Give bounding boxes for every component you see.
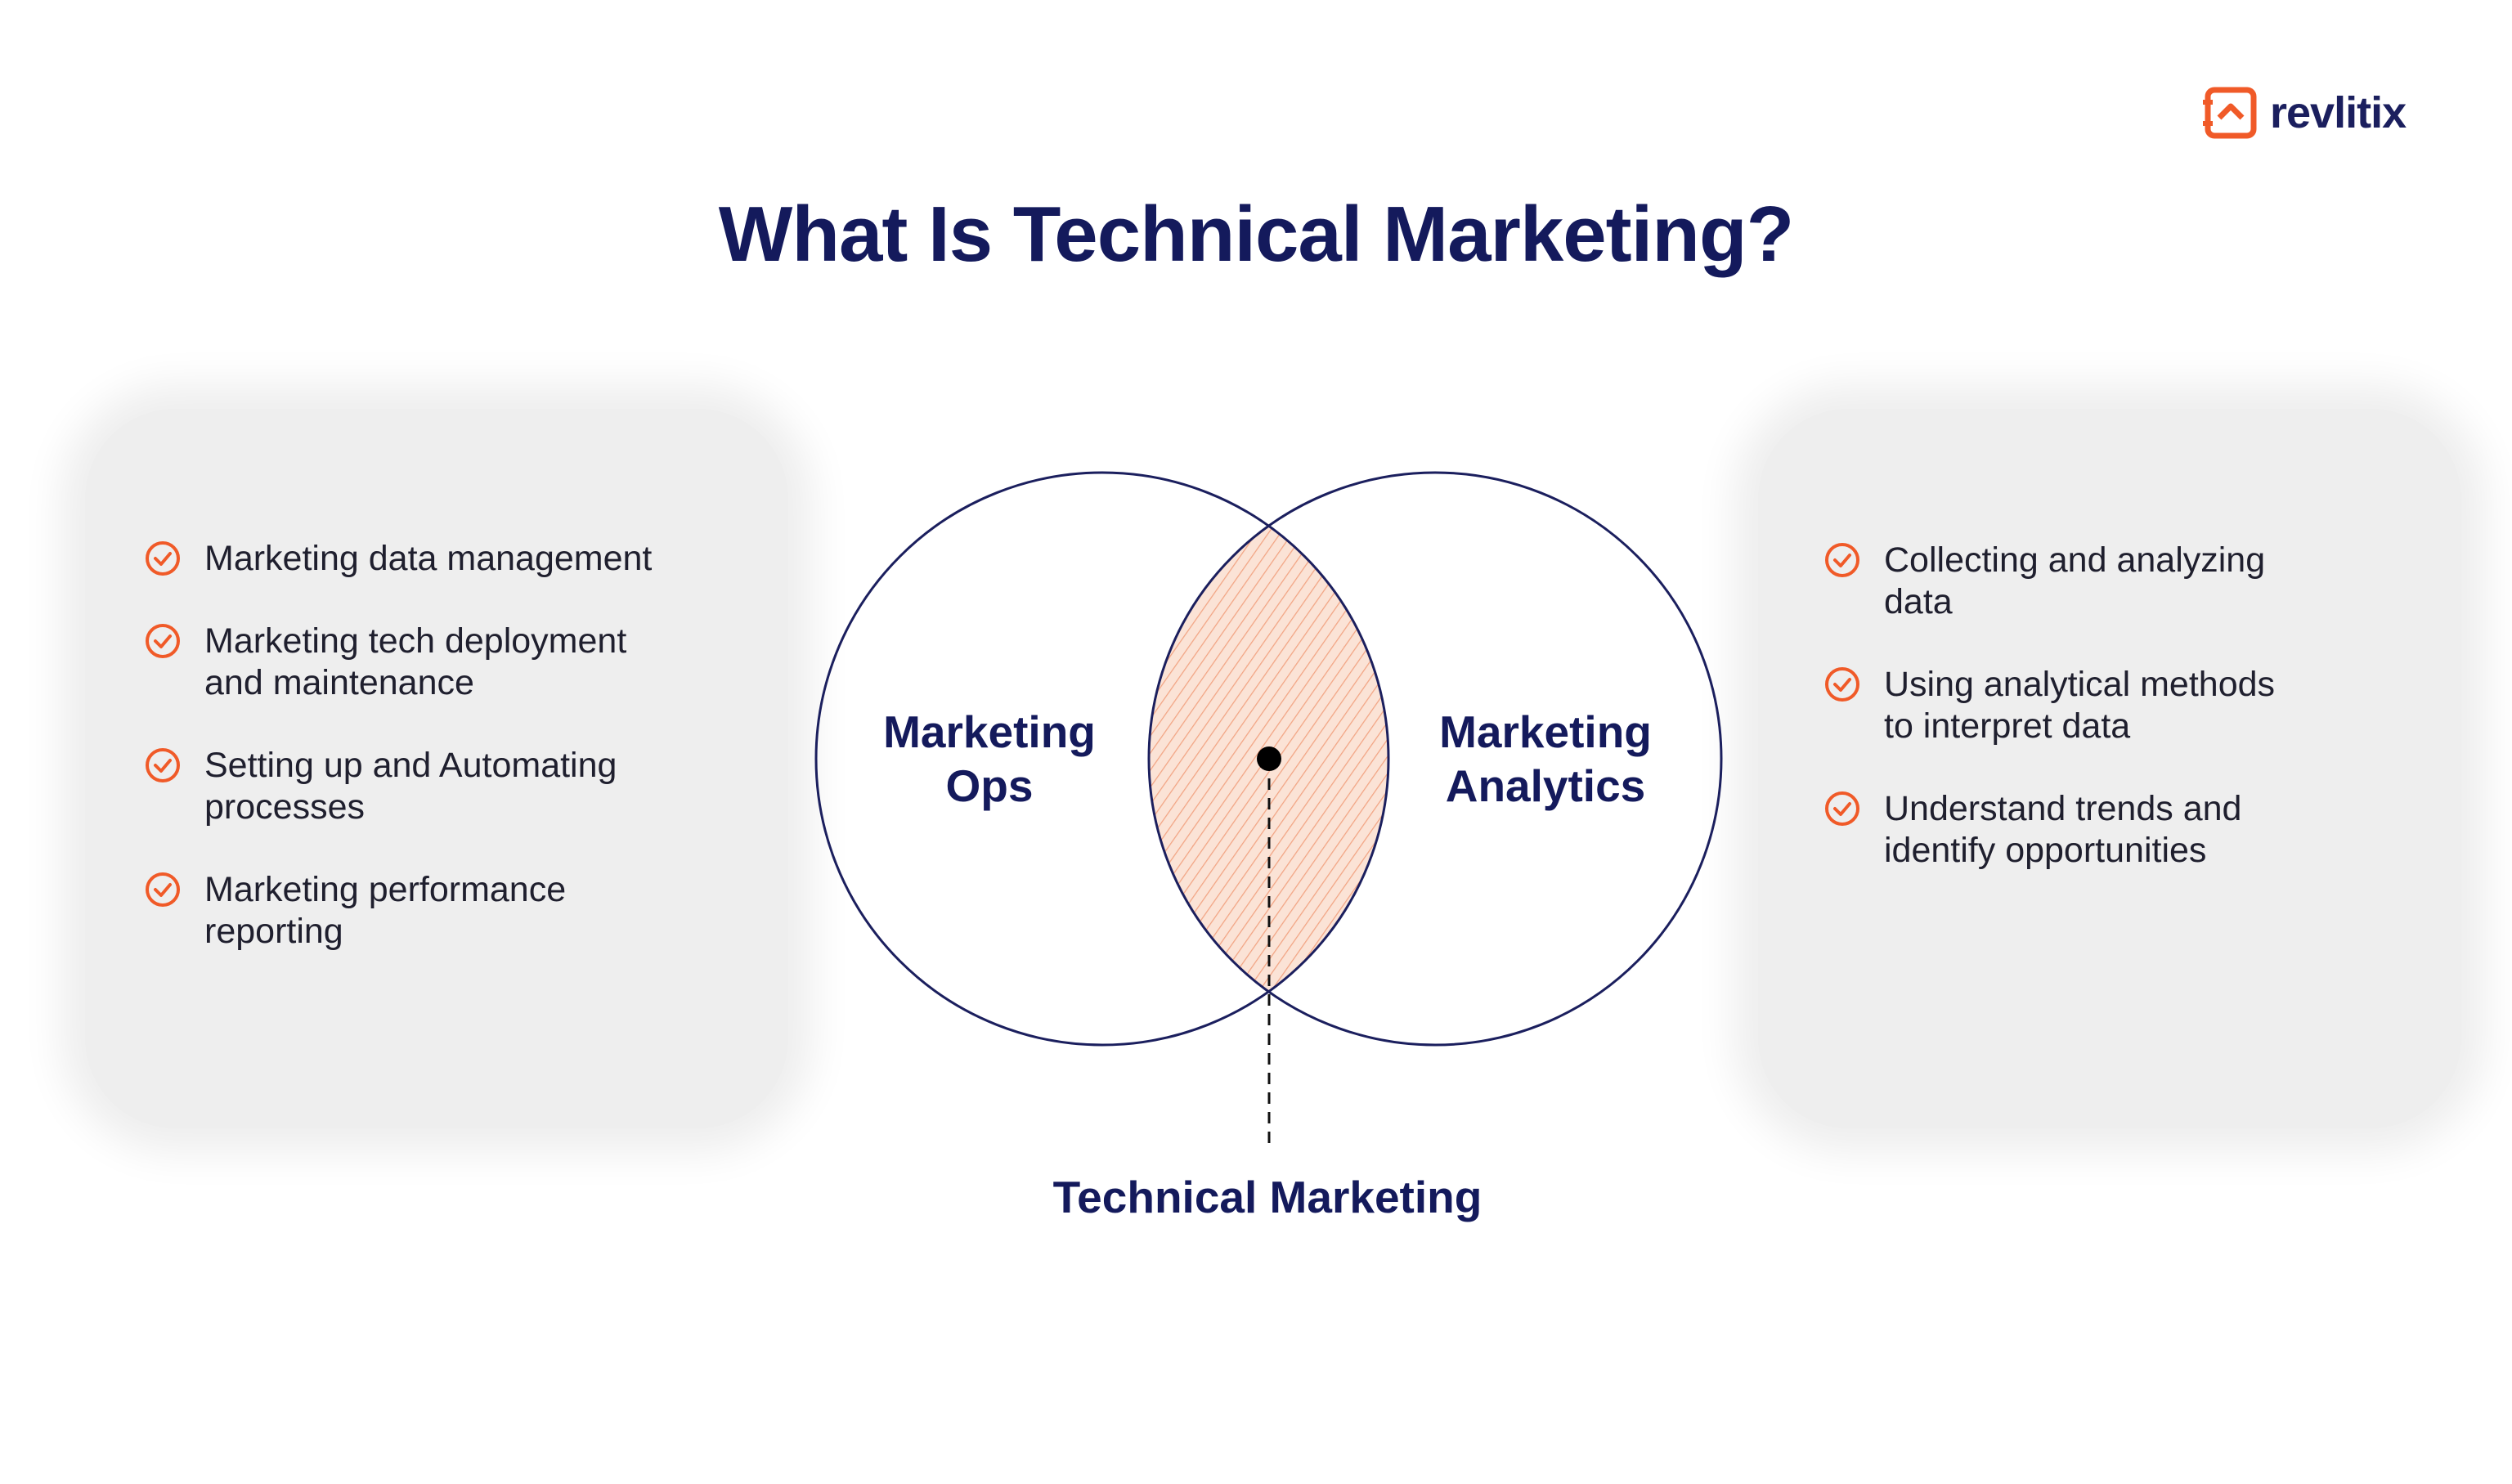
list-item-text: Marketing tech deployment and maintenanc… — [204, 621, 627, 702]
check-circle-icon — [146, 748, 180, 782]
marketing-ops-panel: Marketing data management Marketing tech… — [85, 409, 788, 1128]
intersection-overlap — [1149, 473, 1388, 1045]
list-item: Marketing data management — [144, 538, 765, 580]
check-circle-icon — [1825, 667, 1859, 702]
marketing-analytics-panel: Collecting and analyzing data Using anal… — [1758, 409, 2461, 1128]
brand-logo[interactable]: revlitix — [2203, 85, 2407, 141]
page-title: What Is Technical Marketing? — [718, 191, 1794, 278]
check-circle-icon — [146, 624, 180, 658]
list-item: Marketing performance reporting — [144, 869, 765, 953]
list-item-text: Understand trends and identify opportuni… — [1884, 789, 2242, 870]
check-circle-icon — [1825, 543, 1859, 577]
check-circle-icon — [146, 541, 180, 576]
marketing-ops-list: Marketing data management Marketing tech… — [144, 538, 765, 993]
list-item-text: Marketing performance reporting — [204, 870, 567, 951]
brand-name: revlitix — [2270, 88, 2407, 137]
list-item: Marketing tech deployment and maintenanc… — [144, 621, 765, 704]
list-item-text: Setting up and Automating processes — [204, 746, 617, 827]
marketing-analytics-circle — [1147, 471, 1723, 1047]
list-item: Understand trends and identify opportuni… — [1823, 788, 2396, 872]
list-item: Using analytical methods to interpret da… — [1823, 664, 2396, 747]
marketing-analytics-list: Collecting and analyzing data Using anal… — [1823, 540, 2396, 912]
list-item-text: Collecting and analyzing data — [1884, 540, 2266, 621]
marketing-ops-circle — [814, 471, 1390, 1047]
revlitix-logo-icon — [2203, 87, 2257, 139]
check-circle-icon — [146, 872, 180, 907]
list-item-text: Using analytical methods to interpret da… — [1884, 665, 2276, 746]
marketing-ops-label: Marketing Ops — [883, 706, 1096, 811]
marketing-analytics-label: Marketing Analytics — [1439, 706, 1652, 811]
technical-marketing-label: Technical Marketing — [1052, 1172, 1483, 1222]
list-item: Setting up and Automating processes — [144, 745, 765, 828]
intersection-dot — [1257, 746, 1281, 771]
list-item-text: Marketing data management — [204, 539, 653, 578]
list-item: Collecting and analyzing data — [1823, 540, 2396, 623]
check-circle-icon — [1825, 791, 1859, 826]
